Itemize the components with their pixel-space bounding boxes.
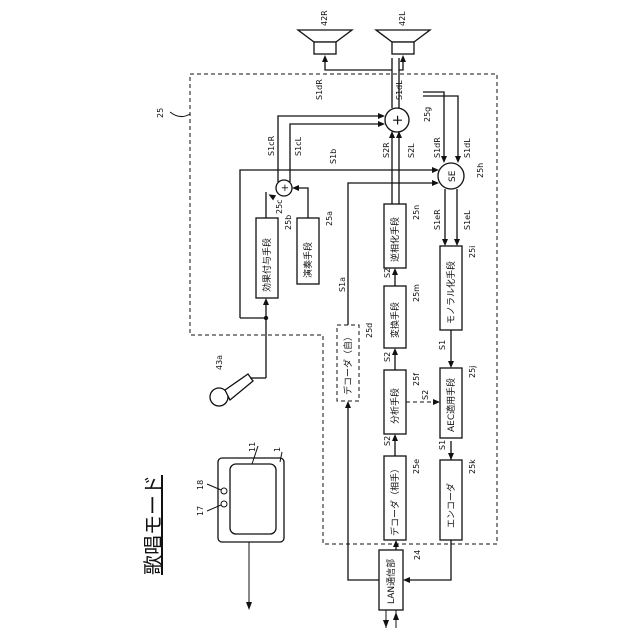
ref-1: 1 (273, 447, 282, 452)
svg-text:効果付与手段: 効果付与手段 (261, 238, 273, 292)
ref-25b: 25b (284, 215, 293, 230)
ref-42L: 42L (398, 11, 407, 26)
se-mixer: SE (438, 163, 464, 189)
svg-text:LAN通信部: LAN通信部 (385, 559, 397, 604)
conversion-block: 変換手段 (384, 286, 406, 348)
ref-24: 24 (413, 550, 422, 560)
monaural-block: モノラル化手段 (440, 246, 462, 330)
decoder-partner-block: デコーダ（相手） (384, 456, 406, 540)
ref-25d: 25d (365, 323, 374, 338)
svg-text:S1dL: S1dL (463, 138, 472, 158)
speaker-left-icon (376, 30, 430, 54)
svg-text:デコーダ（自）: デコーダ（自） (342, 332, 354, 395)
svg-text:S1b: S1b (329, 149, 338, 164)
svg-text:S1eL: S1eL (463, 210, 472, 230)
svg-text:S1dR: S1dR (315, 79, 324, 100)
lan-comm-unit: LAN通信部 (379, 550, 403, 610)
svg-text:S1: S1 (438, 440, 447, 450)
ref-25a: 25a (325, 211, 334, 226)
svg-text:モノラル化手段: モノラル化手段 (445, 261, 457, 324)
svg-text:S2: S2 (383, 268, 392, 278)
device-tablet (207, 446, 284, 542)
svg-text:S1eR: S1eR (433, 209, 442, 230)
ref-17: 17 (196, 506, 205, 516)
svg-text:S1dL: S1dL (395, 80, 404, 100)
ref-11: 11 (248, 442, 257, 452)
ref-25j: 25j (468, 366, 477, 378)
svg-text:S2R: S2R (382, 142, 391, 158)
svg-text:演奏手段: 演奏手段 (302, 242, 314, 278)
diagram-title: 歌唱モード (141, 475, 165, 575)
ref-18: 18 (196, 480, 205, 490)
svg-text:変換手段: 変換手段 (389, 302, 401, 338)
svg-text:AEC適用手段: AEC適用手段 (445, 378, 457, 432)
ref-25k: 25k (468, 459, 477, 474)
svg-text:+: + (280, 184, 291, 192)
svg-text:S1cR: S1cR (267, 135, 276, 156)
ref-25g: 25g (423, 107, 432, 122)
ref-25h: 25h (476, 163, 485, 178)
svg-text:エンコーダ: エンコーダ (445, 483, 457, 528)
svg-text:S1a: S1a (338, 277, 347, 292)
encoder-block: エンコーダ (440, 460, 462, 540)
svg-text:分析手段: 分析手段 (389, 388, 401, 424)
performance-block: 演奏手段 (297, 218, 319, 284)
aec-block: AEC適用手段 (440, 368, 462, 438)
svg-text:S2: S2 (383, 352, 392, 362)
svg-text:+: + (390, 114, 406, 126)
mixer-25c: + (276, 180, 292, 196)
svg-text:S1dR: S1dR (433, 137, 442, 158)
ref-25n: 25n (412, 205, 421, 220)
microphone-icon (210, 374, 266, 406)
svg-text:S2: S2 (383, 436, 392, 446)
svg-text:S2L: S2L (407, 143, 416, 158)
effect-block: 効果付与手段 (256, 218, 278, 298)
svg-text:デコーダ（相手）: デコーダ（相手） (389, 464, 401, 536)
ref-42R: 42R (320, 10, 329, 26)
analysis-block: 分析手段 (384, 370, 406, 434)
svg-text:S1: S1 (438, 340, 447, 350)
ref-25m: 25m (412, 284, 421, 302)
svg-text:S1cL: S1cL (294, 136, 303, 156)
ref-25e: 25e (412, 459, 421, 474)
ref-43a: 43a (215, 355, 224, 370)
reverse-phase-block: 逆相化手段 (384, 204, 406, 268)
svg-text:SE: SE (448, 170, 458, 182)
decoder-self-block: デコーダ（自） (337, 325, 359, 401)
ref-25: 25 (156, 108, 165, 118)
ref-25i: 25i (468, 246, 477, 258)
svg-text:逆相化手段: 逆相化手段 (389, 217, 401, 262)
ref-25c: 25c (275, 199, 284, 214)
adder-25g: + (385, 108, 409, 132)
svg-text:S2: S2 (421, 390, 430, 400)
speaker-right-icon (298, 30, 352, 54)
ref-25f: 25f (412, 373, 421, 386)
